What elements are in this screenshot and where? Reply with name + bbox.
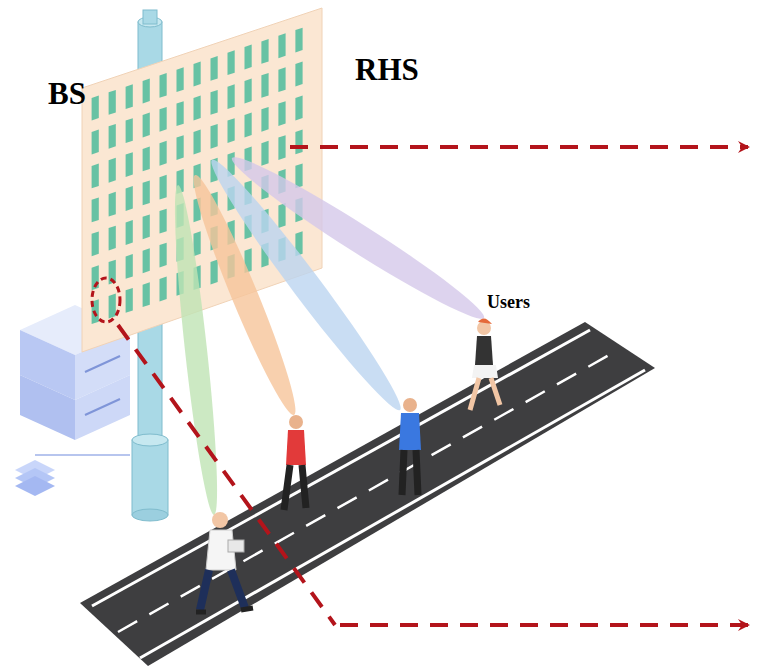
antenna-element <box>160 243 167 268</box>
rhs-label: RHS <box>355 52 419 88</box>
user <box>399 398 421 495</box>
antenna-element <box>126 84 133 109</box>
antenna-element <box>92 96 99 121</box>
users-label: Users <box>487 292 530 313</box>
user <box>196 512 253 612</box>
antenna-element <box>126 254 133 279</box>
antenna-element <box>295 130 302 155</box>
antenna-element <box>194 96 201 121</box>
antenna-element <box>160 107 167 132</box>
antenna-element <box>143 79 150 104</box>
antenna-element <box>143 113 150 138</box>
antenna-element <box>261 39 268 64</box>
antenna-element <box>278 203 285 228</box>
antenna-element <box>143 180 150 205</box>
antenna-element <box>295 62 302 87</box>
antenna-element <box>160 175 167 200</box>
antenna-element <box>295 163 302 188</box>
antenna-element <box>295 28 302 53</box>
antenna-element <box>109 294 116 319</box>
antenna-element <box>126 152 133 177</box>
antenna-element <box>143 214 150 239</box>
antenna-element <box>245 79 252 104</box>
antenna-element <box>126 288 133 313</box>
antenna-element <box>160 277 167 302</box>
antenna-element <box>211 124 218 149</box>
antenna-element <box>194 231 201 256</box>
antenna-element <box>177 135 184 160</box>
antenna-element <box>143 147 150 172</box>
antenna-element <box>211 260 218 285</box>
user <box>284 415 306 510</box>
antenna-element <box>92 197 99 222</box>
antenna-element <box>160 209 167 234</box>
antenna-element <box>92 231 99 256</box>
antenna-element <box>160 141 167 166</box>
antenna-element <box>92 164 99 189</box>
antenna-element <box>245 45 252 70</box>
antenna-element <box>211 56 218 81</box>
antenna-element <box>109 90 116 115</box>
antenna-element <box>177 101 184 126</box>
bs-label: BS <box>48 76 86 112</box>
antenna-element <box>109 192 116 217</box>
antenna-element <box>245 113 252 138</box>
antenna-element <box>228 50 235 75</box>
antenna-element <box>295 96 302 121</box>
antenna-element <box>194 130 201 155</box>
antenna-element <box>261 141 268 166</box>
antenna-element <box>228 84 235 109</box>
beam <box>224 146 491 330</box>
antenna-element <box>126 220 133 245</box>
antenna-element <box>261 73 268 98</box>
antenna-element <box>109 158 116 183</box>
antenna-element <box>211 90 218 115</box>
antenna-element <box>194 62 201 87</box>
antenna-element <box>228 118 235 143</box>
antenna-element <box>92 130 99 155</box>
antenna-element <box>177 67 184 92</box>
callout-arrows <box>92 147 748 625</box>
antenna-element <box>160 73 167 98</box>
antenna-element <box>126 118 133 143</box>
antenna-element <box>126 186 133 211</box>
antenna-element <box>278 67 285 92</box>
antenna-element <box>109 124 116 149</box>
antenna-element <box>278 33 285 58</box>
antenna-element <box>143 282 150 307</box>
antenna-element <box>143 248 150 273</box>
antenna-element <box>278 101 285 126</box>
user <box>470 318 500 410</box>
antenna-element <box>109 226 116 251</box>
antenna-element <box>278 135 285 160</box>
antenna-element <box>261 107 268 132</box>
